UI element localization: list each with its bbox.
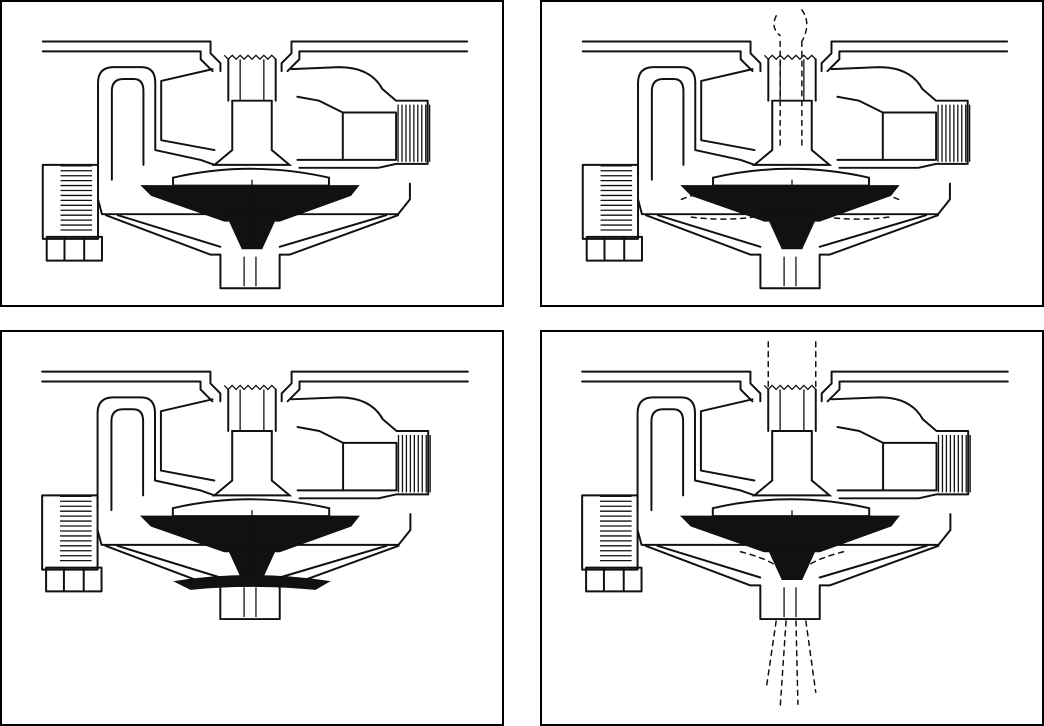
diaphragm-cap — [173, 499, 329, 516]
conduit-top-right — [822, 372, 1008, 402]
bore — [768, 389, 816, 431]
diagram-panel-bottom-right — [540, 330, 1044, 726]
stem-rod — [780, 59, 804, 100]
outlet-thread — [938, 105, 970, 162]
nut-thread — [600, 496, 632, 560]
hex-nut — [46, 568, 101, 592]
bore — [228, 389, 276, 431]
body-left — [161, 399, 214, 480]
outlet-tube — [784, 587, 796, 617]
conduit-top-inner-left — [42, 381, 212, 401]
top-thread — [764, 385, 815, 389]
body-right — [832, 397, 969, 498]
body-left — [161, 69, 214, 150]
outlet-tube — [244, 257, 256, 287]
diagram-panel-top-right — [540, 0, 1044, 307]
outflow-source — [768, 342, 816, 390]
channel-left — [98, 67, 214, 180]
conduit-top-right — [822, 41, 1008, 71]
diagram-panel-bottom-left — [0, 330, 504, 726]
top-thread — [224, 385, 275, 389]
stem — [754, 431, 829, 495]
valve-illustration — [542, 332, 1042, 724]
stem — [214, 101, 289, 165]
outlet-nozzle — [883, 113, 936, 160]
outlet-thread — [399, 435, 431, 492]
stem — [754, 101, 829, 165]
hex-nut — [586, 568, 641, 592]
nut-thread — [61, 166, 93, 230]
channel-left — [638, 67, 754, 180]
conduit-top-right — [282, 41, 468, 71]
valve-body — [43, 41, 467, 288]
body-left — [701, 399, 754, 480]
channel-left-inner — [652, 79, 684, 180]
hex-nut — [47, 237, 102, 261]
valve-body — [583, 10, 1007, 288]
valve-body — [582, 342, 1008, 708]
diaphragm-cap — [713, 169, 869, 186]
lower-seal — [175, 576, 329, 590]
body-right — [831, 67, 967, 168]
outlet-tube — [784, 257, 796, 287]
outlet-thread — [398, 105, 430, 162]
stem-rod — [780, 389, 804, 431]
valve-body — [42, 372, 468, 619]
valve-illustration — [2, 2, 502, 305]
body-right — [292, 397, 429, 498]
top-thread — [764, 55, 815, 59]
top-thread — [224, 55, 275, 59]
valve-illustration — [542, 2, 1042, 305]
valve-illustration — [2, 332, 502, 724]
outlet-nozzle — [343, 113, 396, 160]
hex-nut — [587, 237, 642, 261]
channel-left-inner — [651, 409, 683, 510]
channel-left-inner — [112, 79, 144, 180]
bore — [768, 59, 815, 100]
stem — [214, 431, 289, 495]
channel-left-inner — [111, 409, 143, 510]
diagram-panel-top-left — [0, 0, 504, 307]
body-right — [291, 67, 427, 168]
outlet-passage — [298, 427, 344, 490]
outlet-passage — [297, 97, 342, 160]
nut-thread — [60, 496, 92, 560]
outflow-spray — [766, 621, 815, 708]
stem-rod — [240, 59, 264, 100]
conduit-top-right — [282, 372, 468, 402]
channel-left — [98, 397, 215, 510]
outlet-nozzle — [883, 443, 936, 491]
diaphragm-cap — [713, 499, 869, 516]
outlet-tube — [244, 587, 256, 617]
bore — [228, 59, 275, 100]
outlet-thread — [939, 435, 971, 492]
stem-rod — [240, 389, 264, 431]
body-left — [701, 69, 754, 150]
nut-thread — [601, 166, 633, 230]
outlet-nozzle — [343, 443, 396, 491]
channel-left — [638, 397, 755, 510]
conduit-top-inner-left — [582, 381, 752, 401]
outlet-passage — [838, 427, 884, 490]
outlet-passage — [837, 97, 882, 160]
diaphragm-cap — [173, 169, 329, 186]
